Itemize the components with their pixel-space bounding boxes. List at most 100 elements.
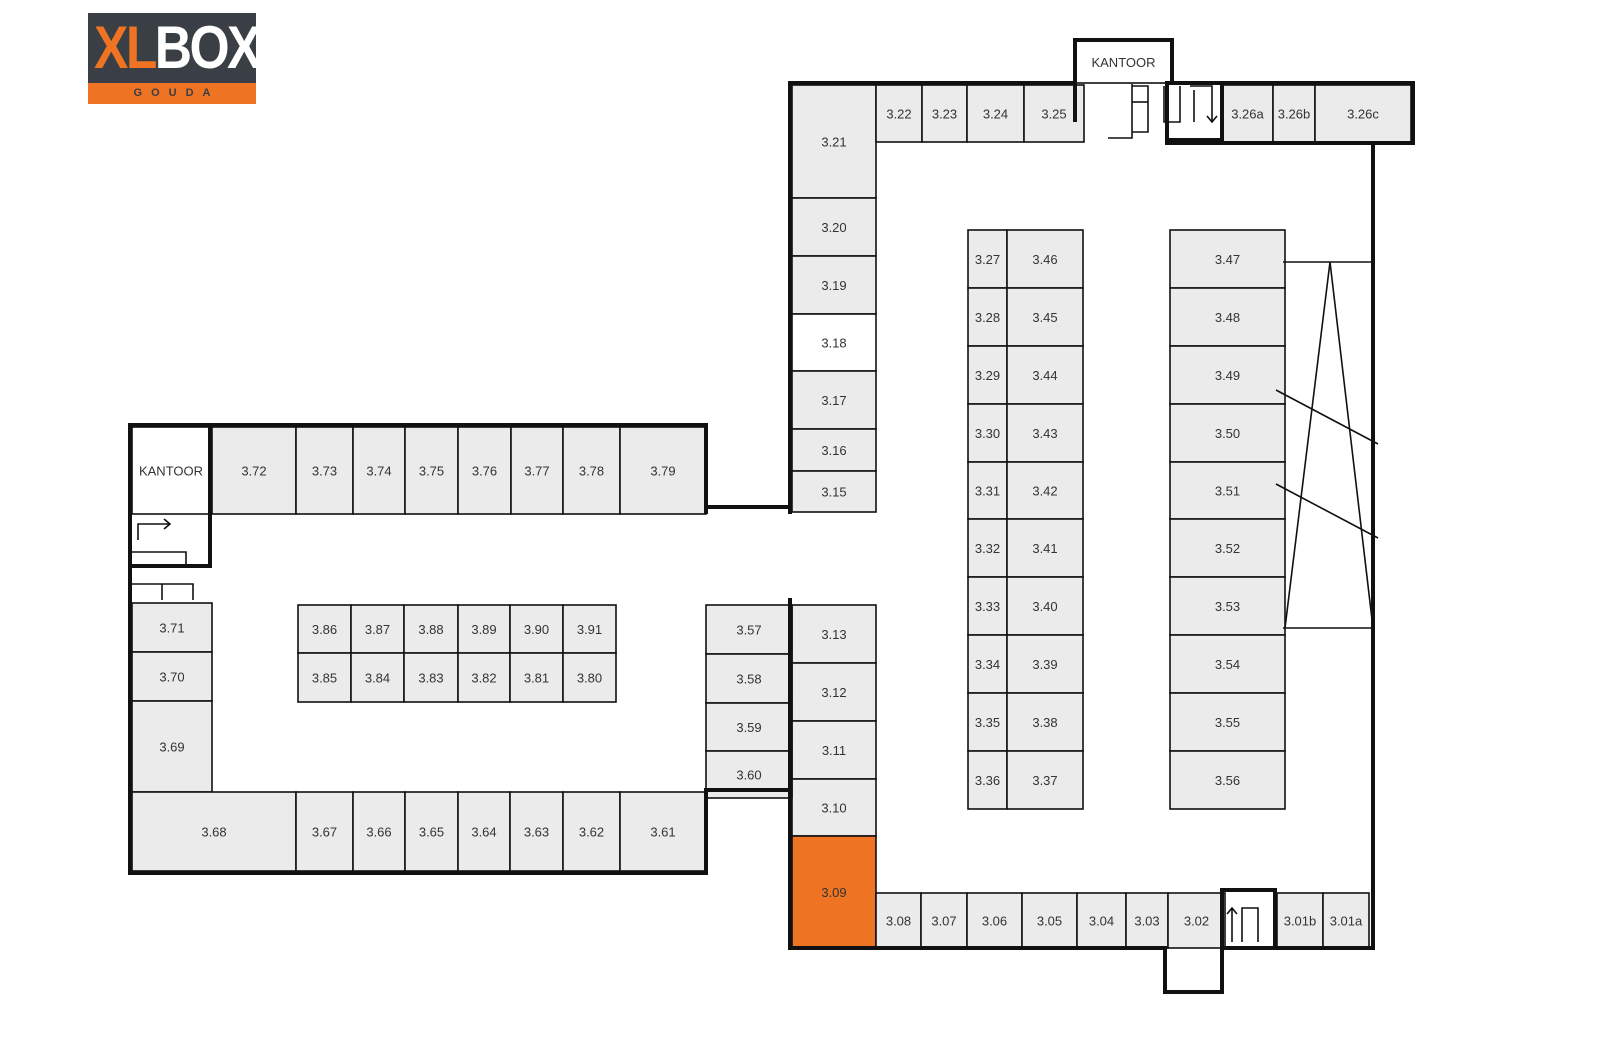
unit-3-45-box[interactable] — [1006, 287, 1084, 347]
unit-3-02-box[interactable] — [1167, 892, 1226, 949]
unit-3-83-box[interactable] — [403, 652, 459, 703]
unit-3-66[interactable]: 3.66 — [352, 791, 406, 872]
unit-3-01b[interactable]: 3.01b — [1276, 892, 1324, 949]
unit-3-76[interactable]: 3.76 — [457, 426, 512, 515]
unit-3-38-box[interactable] — [1006, 692, 1084, 752]
unit-3-03[interactable]: 3.03 — [1125, 892, 1169, 949]
unit-3-79[interactable]: 3.79 — [619, 426, 707, 515]
unit-3-42-box[interactable] — [1006, 461, 1084, 520]
unit-3-29[interactable]: 3.29 — [967, 345, 1008, 405]
unit-3-31[interactable]: 3.31 — [967, 461, 1008, 520]
unit-3-45[interactable]: 3.45 — [1006, 287, 1084, 347]
unit-3-62[interactable]: 3.62 — [562, 791, 621, 872]
unit-3-16[interactable]: 3.16 — [791, 428, 877, 472]
unit-3-12[interactable]: 3.12 — [791, 662, 877, 722]
unit-3-06[interactable]: 3.06 — [966, 892, 1023, 949]
unit-3-25[interactable]: 3.25 — [1023, 84, 1085, 143]
unit-3-61-box[interactable] — [619, 791, 707, 872]
unit-3-65-box[interactable] — [404, 791, 459, 872]
unit-3-34-box[interactable] — [967, 634, 1008, 694]
unit-3-44-box[interactable] — [1006, 345, 1084, 405]
unit-3-50[interactable]: 3.50 — [1169, 403, 1286, 463]
unit-3-80-box[interactable] — [562, 652, 617, 703]
unit-kantoor-left[interactable]: KANTOOR — [131, 426, 211, 515]
unit-3-56-box[interactable] — [1169, 750, 1286, 810]
unit-3-78[interactable]: 3.78 — [562, 426, 621, 515]
unit-3-17[interactable]: 3.17 — [791, 370, 877, 430]
unit-3-12-box[interactable] — [791, 662, 877, 722]
unit-3-33[interactable]: 3.33 — [967, 576, 1008, 636]
unit-3-83[interactable]: 3.83 — [403, 652, 459, 703]
unit-3-27[interactable]: 3.27 — [967, 229, 1008, 289]
unit-3-51-box[interactable] — [1169, 461, 1286, 520]
unit-3-73-box[interactable] — [295, 426, 354, 515]
unit-kantoor-top[interactable]: KANTOOR — [1074, 39, 1173, 84]
unit-3-47-box[interactable] — [1169, 229, 1286, 289]
unit-3-35[interactable]: 3.35 — [967, 692, 1008, 752]
unit-3-67-box[interactable] — [295, 791, 354, 872]
unit-3-49-box[interactable] — [1169, 345, 1286, 405]
unit-3-10[interactable]: 3.10 — [791, 778, 877, 837]
unit-3-23[interactable]: 3.23 — [921, 84, 968, 143]
unit-3-46-box[interactable] — [1006, 229, 1084, 289]
unit-3-58[interactable]: 3.58 — [705, 653, 793, 704]
unit-3-09-box[interactable] — [791, 835, 877, 949]
unit-3-27-box[interactable] — [967, 229, 1008, 289]
unit-3-75-box[interactable] — [404, 426, 459, 515]
unit-3-46[interactable]: 3.46 — [1006, 229, 1084, 289]
unit-3-74[interactable]: 3.74 — [352, 426, 406, 515]
unit-3-17-box[interactable] — [791, 370, 877, 430]
unit-3-26c-box[interactable] — [1314, 84, 1412, 143]
unit-3-59[interactable]: 3.59 — [705, 702, 793, 752]
unit-3-32-box[interactable] — [967, 518, 1008, 578]
unit-3-02[interactable]: 3.02 — [1167, 892, 1226, 949]
unit-3-16-box[interactable] — [791, 428, 877, 472]
unit-3-70-box[interactable] — [131, 651, 213, 702]
unit-3-89[interactable]: 3.89 — [457, 604, 511, 654]
unit-3-55[interactable]: 3.55 — [1169, 692, 1286, 752]
unit-3-43[interactable]: 3.43 — [1006, 403, 1084, 463]
unit-3-72[interactable]: 3.72 — [211, 426, 297, 515]
unit-3-25-box[interactable] — [1023, 84, 1085, 143]
unit-3-47[interactable]: 3.47 — [1169, 229, 1286, 289]
unit-3-37[interactable]: 3.37 — [1006, 750, 1084, 810]
unit-3-61[interactable]: 3.61 — [619, 791, 707, 872]
unit-3-32[interactable]: 3.32 — [967, 518, 1008, 578]
unit-3-87[interactable]: 3.87 — [350, 604, 405, 654]
unit-3-85[interactable]: 3.85 — [297, 652, 352, 703]
unit-3-09[interactable]: 3.09 — [791, 835, 877, 949]
unit-3-57-box[interactable] — [705, 604, 793, 655]
unit-3-69[interactable]: 3.69 — [131, 700, 213, 793]
unit-3-53[interactable]: 3.53 — [1169, 576, 1286, 636]
unit-3-63[interactable]: 3.63 — [509, 791, 564, 872]
unit-3-65[interactable]: 3.65 — [404, 791, 459, 872]
unit-3-07[interactable]: 3.07 — [920, 892, 968, 949]
unit-3-50-box[interactable] — [1169, 403, 1286, 463]
unit-kantoor-left-box[interactable] — [131, 426, 211, 515]
unit-3-26a[interactable]: 3.26a — [1221, 84, 1274, 143]
unit-3-15-box[interactable] — [791, 470, 877, 513]
unit-3-15[interactable]: 3.15 — [791, 470, 877, 513]
unit-3-08[interactable]: 3.08 — [875, 892, 922, 949]
unit-3-39-box[interactable] — [1006, 634, 1084, 694]
unit-3-56[interactable]: 3.56 — [1169, 750, 1286, 810]
unit-3-57[interactable]: 3.57 — [705, 604, 793, 655]
unit-3-64-box[interactable] — [457, 791, 511, 872]
unit-3-24-box[interactable] — [966, 84, 1025, 143]
unit-3-88[interactable]: 3.88 — [403, 604, 459, 654]
unit-3-76-box[interactable] — [457, 426, 512, 515]
unit-3-52-box[interactable] — [1169, 518, 1286, 578]
unit-3-84-box[interactable] — [350, 652, 405, 703]
unit-3-41-box[interactable] — [1006, 518, 1084, 578]
unit-3-81-box[interactable] — [509, 652, 564, 703]
unit-3-44[interactable]: 3.44 — [1006, 345, 1084, 405]
unit-3-90[interactable]: 3.90 — [509, 604, 564, 654]
unit-3-21[interactable]: 3.21 — [791, 84, 877, 199]
unit-3-36-box[interactable] — [967, 750, 1008, 810]
unit-3-62-box[interactable] — [562, 791, 621, 872]
unit-3-70[interactable]: 3.70 — [131, 651, 213, 702]
unit-3-10-box[interactable] — [791, 778, 877, 837]
unit-3-77[interactable]: 3.77 — [510, 426, 564, 515]
unit-3-13[interactable]: 3.13 — [791, 604, 877, 664]
unit-3-54-box[interactable] — [1169, 634, 1286, 694]
